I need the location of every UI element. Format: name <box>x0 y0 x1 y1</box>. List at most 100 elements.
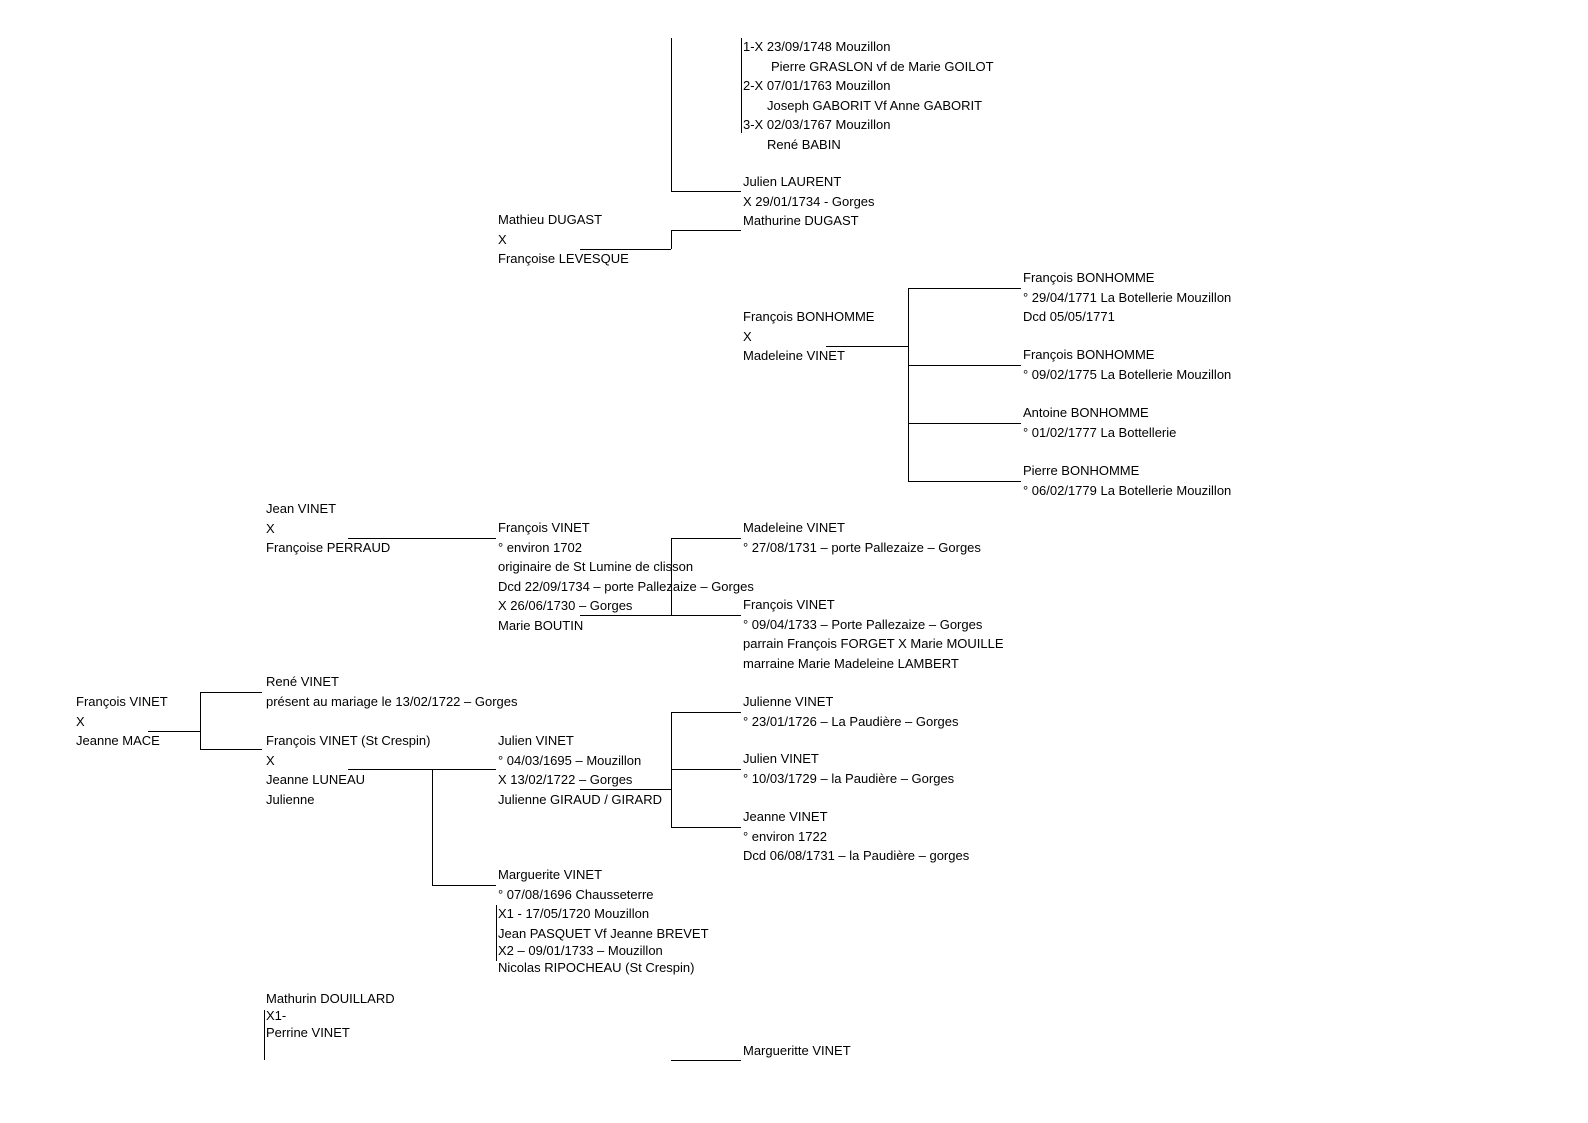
husband-name: François VINET (St Crespin) <box>266 733 431 748</box>
person-name: Margueritte VINET <box>743 1043 851 1058</box>
bonhomme-couple: François BONHOMME X Madeleine VINET <box>743 307 874 366</box>
crespin-couple: François VINET (St Crespin) X Jeanne LUN… <box>266 731 430 809</box>
child-name: Julienne VINET <box>743 694 834 709</box>
connector-line <box>671 538 672 615</box>
douillard-couple: Mathurin DOUILLARD X1- Perrine VINET <box>266 990 395 1041</box>
marriage-mark: X <box>743 328 752 344</box>
marriage-2-spouse: Nicolas RIPOCHEAU (St Crespin) <box>498 959 695 975</box>
wife-name: Françoise LEVESQUE <box>498 251 629 266</box>
rene-vinet: René VINET présent au mariage le 13/02/1… <box>266 672 518 711</box>
connector-line <box>348 538 496 539</box>
connector-line <box>671 538 741 539</box>
child-death: Dcd 05/05/1771 <box>1023 309 1115 324</box>
husband-name: François VINET <box>76 694 168 709</box>
husband-name: François BONHOMME <box>743 309 875 324</box>
child-name: Pierre BONHOMME <box>1023 463 1140 478</box>
connector-line <box>496 905 497 961</box>
spouse-name: Julienne GIRAUD / GIRARD <box>498 791 662 807</box>
connector-line <box>200 692 262 693</box>
marriage-mark: X1- <box>266 1008 287 1023</box>
dugast-parents: Mathieu DUGAST X Françoise LEVESQUE <box>498 210 629 269</box>
child-birth: ° 23/01/1726 – La Paudière – Gorges <box>743 713 959 729</box>
connector-line <box>908 423 1021 424</box>
connector-line <box>671 712 741 713</box>
person-death: Dcd 22/09/1734 – porte Pallezaize – Gorg… <box>498 578 754 594</box>
child-name: François BONHOMME <box>1023 270 1155 285</box>
husband-name: Mathurin DOUILLARD <box>266 991 395 1006</box>
husband-name: Mathieu DUGAST <box>498 212 603 227</box>
person-birth: ° 04/03/1695 – Mouzillon <box>498 752 642 768</box>
connector-line <box>671 827 741 828</box>
connector-line <box>908 481 1021 482</box>
connector-line <box>671 230 741 231</box>
marriage-date: X 29/01/1734 - Gorges <box>743 193 875 209</box>
marriage-mark: X <box>498 231 507 247</box>
wife-name: Madeleine VINET <box>743 348 845 363</box>
marriage-mark: X <box>76 713 85 729</box>
connector-line <box>741 38 742 133</box>
godmother: marraine Marie Madeleine LAMBERT <box>743 655 959 671</box>
madeleine-vinet: Madeleine VINET ° 27/08/1731 – porte Pal… <box>743 518 981 557</box>
person-name: Madeleine VINET <box>743 520 845 535</box>
connector-line <box>671 191 741 192</box>
connector-line <box>348 769 496 770</box>
child-birth: ° 29/04/1771 La Botellerie Mouzillon <box>1023 289 1232 305</box>
marriage-date: X 13/02/1722 – Gorges <box>498 772 633 787</box>
connector-line <box>200 749 262 750</box>
marriage-3: 3-X 02/03/1767 Mouzillon <box>743 117 891 132</box>
child-birth: ° 10/03/1729 – la Paudière – Gorges <box>743 770 955 786</box>
child-name: Antoine BONHOMME <box>1023 405 1149 420</box>
person-name: François VINET <box>743 597 835 612</box>
person-name: François VINET <box>498 520 590 535</box>
marriage-1-spouse: Jean PASQUET Vf Jeanne BREVET <box>498 925 709 941</box>
husband-name: Julien LAURENT <box>743 174 842 189</box>
marriage-1: 1-X 23/09/1748 Mouzillon <box>743 39 891 54</box>
marie-dugast-marriages: 1-X 23/09/1748 Mouzillon Pierre GRASLON … <box>743 37 994 154</box>
bonhomme-child: François BONHOMME ° 29/04/1771 La Botell… <box>1023 268 1231 327</box>
connector-line <box>908 365 1021 366</box>
wife-name: Jeanne MACE <box>76 733 160 748</box>
person-name: René VINET <box>266 674 339 689</box>
wife-name: Jeanne LUNEAU <box>266 772 365 787</box>
marriage-1-spouse: Pierre GRASLON vf de Marie GOILOT <box>771 58 994 74</box>
person-name: Marguerite VINET <box>498 867 603 882</box>
wife-name: Françoise PERRAUD <box>266 540 391 555</box>
bonhomme-child: Antoine BONHOMME ° 01/02/1777 La Bottell… <box>1023 403 1176 442</box>
connector-line <box>432 769 433 885</box>
margueritte-vinet: Margueritte VINET <box>743 1041 851 1061</box>
person-origin: originaire de St Lumine de clisson <box>498 559 694 574</box>
person-name: Julien VINET <box>498 733 574 748</box>
child-death: Dcd 06/08/1731 – la Paudière – gorges <box>743 848 970 863</box>
connector-line <box>200 692 201 749</box>
connector-line <box>580 615 741 616</box>
francois-vinet-1702: François VINET ° environ 1702 originaire… <box>498 518 754 635</box>
connector-line <box>580 249 671 250</box>
connector-line <box>671 38 672 191</box>
marriage-2: X2 – 09/01/1733 – Mouzillon <box>498 942 663 958</box>
bonhomme-child: François BONHOMME ° 09/02/1775 La Botell… <box>1023 345 1231 384</box>
marriage-1: X1 - 17/05/1720 Mouzillon <box>498 906 650 921</box>
marriage-2-spouse: Joseph GABORIT Vf Anne GABORIT <box>767 97 983 113</box>
connector-line <box>264 1010 265 1060</box>
wife-name: Mathurine DUGAST <box>743 213 859 228</box>
connector-line <box>671 230 672 249</box>
marriage-mark: X <box>266 520 275 536</box>
connector-line <box>826 346 908 347</box>
person-birth: ° environ 1702 <box>498 539 582 555</box>
marriage-mark: X <box>266 752 275 768</box>
connector-line <box>671 1060 741 1061</box>
godfather: parrain François FORGET X Marie MOUILLE <box>743 636 1004 651</box>
marriage-date: X 26/06/1730 – Gorges <box>498 598 633 613</box>
child-name: Julien VINET <box>743 751 819 766</box>
person-birth: ° 09/04/1733 – Porte Pallezaize – Gorges <box>743 616 983 632</box>
connector-line <box>148 731 200 732</box>
connector-line <box>908 288 909 481</box>
child-birth: ° 06/02/1779 La Botellerie Mouzillon <box>1023 482 1232 498</box>
husband-name: Jean VINET <box>266 501 337 516</box>
julien-vinet: Julien VINET ° 04/03/1695 – Mouzillon X … <box>498 731 662 809</box>
wife-name: Perrine VINET <box>266 1025 350 1040</box>
julien-child: Julienne VINET ° 23/01/1726 – La Paudièr… <box>743 692 959 731</box>
laurent-couple: Julien LAURENT X 29/01/1734 - Gorges Mat… <box>743 172 875 231</box>
connector-line <box>432 885 496 886</box>
jean-vinet-couple: Jean VINET X Françoise PERRAUD <box>266 499 390 558</box>
